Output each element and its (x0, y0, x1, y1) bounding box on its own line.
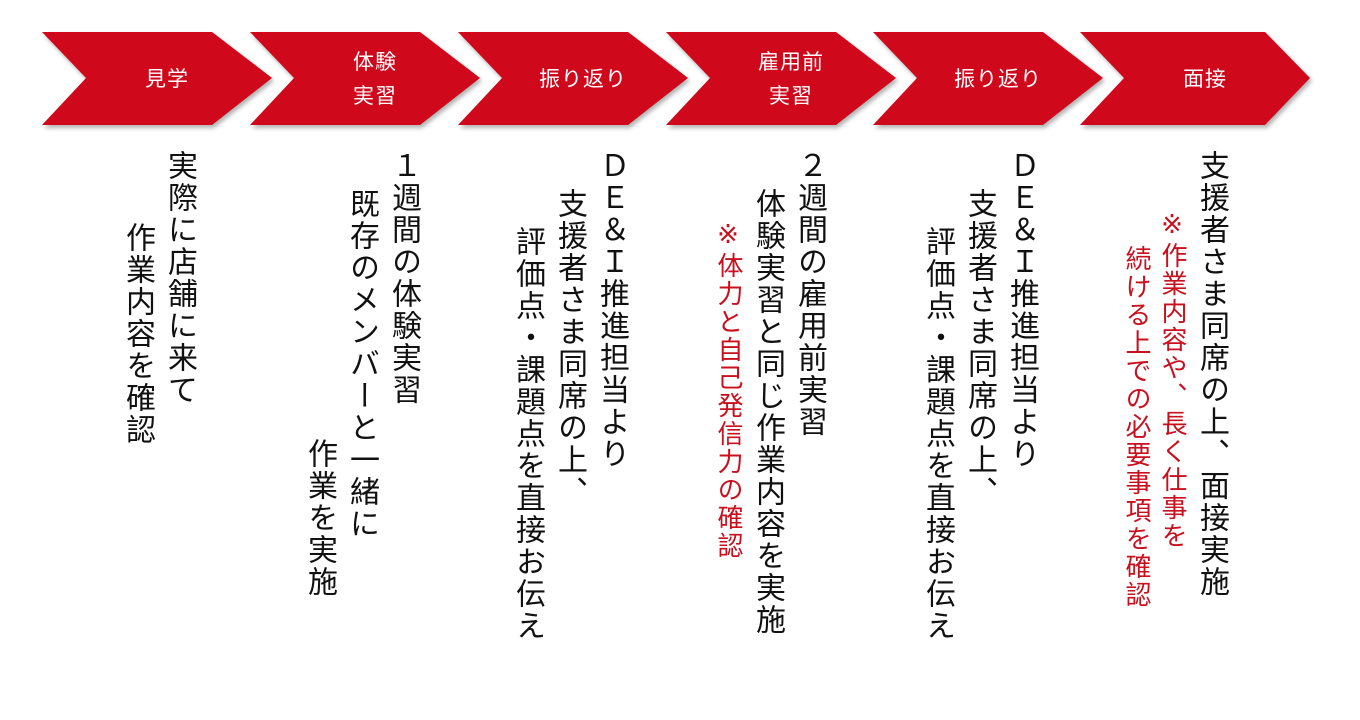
chevron-arrow-icon (458, 32, 688, 125)
description-line: 支援者さま同席の上、面接実施 (1194, 150, 1229, 598)
step-chevron-6: 面接 (1080, 32, 1312, 125)
description-note: 続ける上での必要事項を確認 (1121, 245, 1151, 609)
description-line: 体験実習と同じ作業内容を実施 (750, 188, 785, 636)
chevron-arrow-icon (666, 32, 896, 125)
description-line: 評価点・課題点を直接お伝え (510, 226, 545, 642)
step-description-4: ２週間の雇用前実習 体験実習と同じ作業内容を実施 ※体力と自己発信力の確認 (712, 150, 828, 636)
description-line: 支援者さま同席の上、 (552, 188, 587, 508)
description-line: 作業内容を確認 (120, 222, 155, 446)
description-line: 既存のメンバーと一緒に (344, 188, 379, 540)
step-chevron-2: 体験実習 (250, 32, 482, 125)
step-label: 振り返り (539, 66, 627, 91)
step-label: 振り返り (954, 66, 1042, 91)
description-line: ２週間の雇用前実習 (792, 150, 827, 438)
step-chevron-3: 振り返り (458, 32, 690, 125)
step-description-6: 支援者さま同席の上、面接実施 ※作業内容や、長く仕事を 続ける上での必要事項を確… (1120, 150, 1230, 609)
step-chevron-4: 雇用前実習 (666, 32, 898, 125)
description-line: 実際に店舗に来て (162, 150, 197, 406)
description-line: 評価点・課題点を直接お伝え (920, 226, 955, 642)
step-description-1: 実際に店舗に来て 作業内容を確認 (118, 150, 198, 446)
description-line: ＤＥ＆Ｉ推進担当より (594, 150, 629, 470)
chevron-arrow-icon (1080, 32, 1310, 125)
step-description-3: ＤＥ＆Ｉ推進担当より 支援者さま同席の上、 評価点・課題点を直接お伝え (508, 150, 630, 642)
step-label: 雇用前実習 (758, 49, 824, 108)
description-line: 作業を実施 (302, 438, 337, 598)
step-label: 体験実習 (353, 49, 397, 108)
chevron-arrow-icon (42, 32, 272, 125)
description-note: ※体力と自己発信力の確認 (713, 220, 743, 560)
description-line: １週間の体験実習 (386, 150, 421, 406)
description-line: ＤＥ＆Ｉ推進担当より (1004, 150, 1039, 470)
description-line: 支援者さま同席の上、 (962, 188, 997, 508)
chevron-arrow-icon (250, 32, 480, 125)
step-label: 見学 (145, 66, 189, 91)
step-chevron-5: 振り返り (873, 32, 1105, 125)
step-chevron-1: 見学 (42, 32, 274, 125)
step-label: 面接 (1183, 66, 1227, 91)
chevron-arrow-icon (873, 32, 1103, 125)
description-note: ※作業内容や、長く仕事を (1157, 210, 1187, 550)
step-description-2: １週間の体験実習 既存のメンバーと一緒に 作業を実施 (300, 150, 422, 598)
step-description-5: ＤＥ＆Ｉ推進担当より 支援者さま同席の上、 評価点・課題点を直接お伝え (918, 150, 1040, 642)
process-flow: 見学 体験実習 振り返り 雇用前実習 振り返り 面接 (0, 0, 1360, 140)
